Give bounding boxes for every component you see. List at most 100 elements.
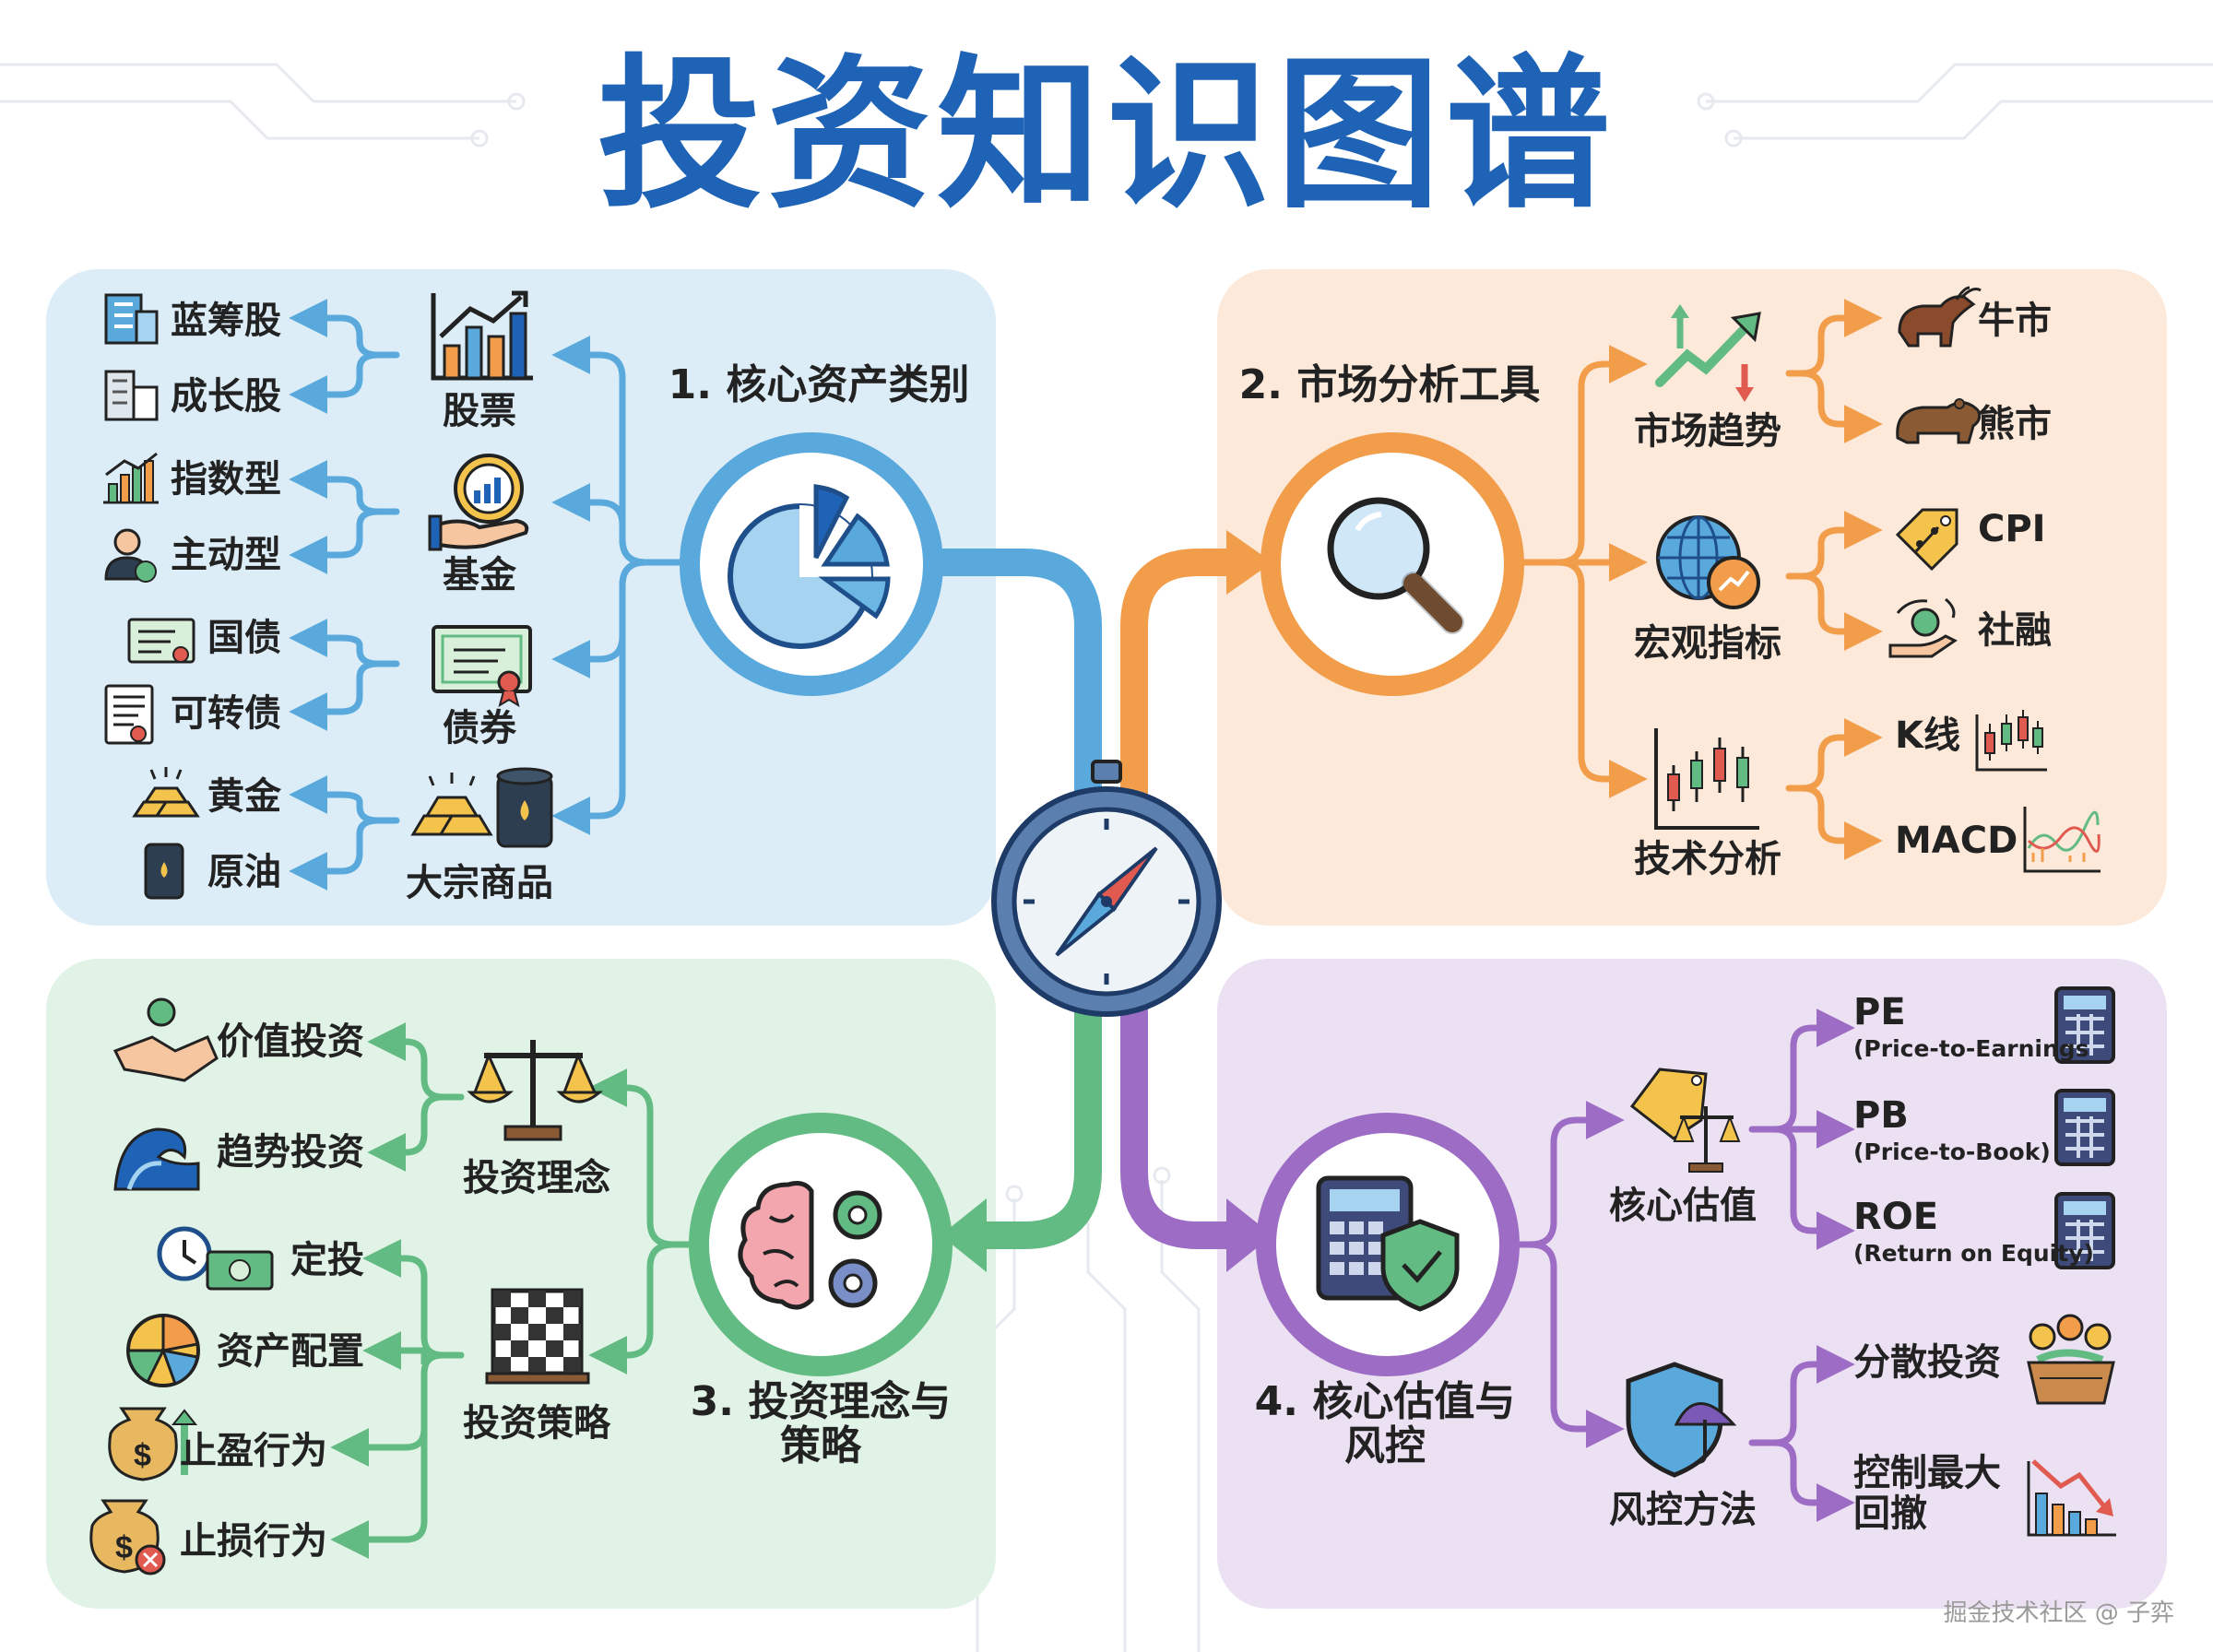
svg-text:$: $ xyxy=(134,1438,151,1473)
calculator-icon xyxy=(2054,986,2115,1064)
moneybag-stop-icon: $ xyxy=(89,1499,166,1575)
pie-chart-icon xyxy=(680,432,943,696)
bar-chart-up-icon xyxy=(431,290,533,381)
section1-links xyxy=(289,299,686,891)
node-market-trend[interactable]: 市场趋势 xyxy=(1634,410,1781,453)
candlestick-icon xyxy=(1654,728,1759,830)
brain-gears-icon xyxy=(689,1113,953,1376)
leaf-dca[interactable]: 定投 xyxy=(290,1239,364,1281)
leaf-max-drawdown[interactable]: 控制最大 回撤 xyxy=(1853,1452,2001,1535)
shield-umbrella-icon xyxy=(1626,1362,1737,1478)
node-philosophy[interactable]: 投资理念 xyxy=(463,1157,610,1199)
price-tag-icon xyxy=(1895,508,1959,572)
node-macro[interactable]: 宏观指标 xyxy=(1634,622,1781,665)
bear-icon xyxy=(1896,398,1982,444)
money-hands-icon xyxy=(1888,597,1958,658)
node-bonds[interactable]: 债券 xyxy=(443,707,516,749)
node-stocks[interactable]: 股票 xyxy=(443,390,516,432)
trend-arrows-icon xyxy=(1655,304,1761,402)
leaf-kline[interactable]: K线 xyxy=(1895,714,1960,757)
leaf-pe[interactable]: PE xyxy=(1853,991,1906,1033)
drawdown-chart-icon xyxy=(2027,1459,2116,1537)
leaf-pb-subtitle: (Price-to-Book) xyxy=(1853,1139,2051,1165)
connector-green xyxy=(964,986,1102,1249)
leaf-pb[interactable]: PB xyxy=(1853,1094,1909,1137)
leaf-roe-subtitle: (Return on Equity) xyxy=(1853,1240,2094,1267)
connector-blue xyxy=(922,549,1102,807)
leaf-pe-subtitle: (Price-to-Earnings xyxy=(1853,1035,2089,1062)
leaf-macd[interactable]: MACD xyxy=(1895,820,2018,862)
leaf-cpi[interactable]: CPI xyxy=(1978,508,2046,550)
hub-arrowheads xyxy=(941,530,1272,1272)
section2-title: 2. 市场分析工具 xyxy=(1238,361,1541,408)
kline-icon xyxy=(1975,710,2047,772)
convertible-document-icon xyxy=(104,684,154,745)
section2-links xyxy=(1518,299,1883,860)
office-building-icon xyxy=(104,293,159,345)
leaf-trend-investing[interactable]: 趋势投资 xyxy=(217,1131,364,1174)
connector-orange xyxy=(1120,549,1249,807)
leaf-growth[interactable]: 成长股 xyxy=(171,375,281,418)
leaf-crude-oil[interactable]: 原油 xyxy=(207,851,281,893)
gold-and-oil-icon xyxy=(410,767,553,848)
node-risk-control[interactable]: 风控方法 xyxy=(1609,1489,1757,1531)
leaf-value-investing[interactable]: 价值投资 xyxy=(217,1021,364,1063)
connector-purple xyxy=(1120,986,1249,1249)
index-chart-icon xyxy=(103,452,159,504)
leaf-bear[interactable]: 熊市 xyxy=(1978,403,2052,445)
certificate-icon xyxy=(432,625,532,708)
leaf-active[interactable]: 主动型 xyxy=(171,534,281,576)
leaf-treasury[interactable]: 国债 xyxy=(207,617,281,659)
leaf-convertible[interactable]: 可转债 xyxy=(171,692,281,735)
section4-title: 4. 核心估值与 风控 xyxy=(1254,1378,1516,1470)
leaf-index[interactable]: 指数型 xyxy=(171,458,281,501)
node-funds[interactable]: 基金 xyxy=(443,554,516,596)
section3-title: 3. 投资理念与 策略 xyxy=(690,1378,952,1470)
node-technical[interactable]: 技术分析 xyxy=(1634,838,1781,880)
node-commodities[interactable]: 大宗商品 xyxy=(406,862,553,904)
section1-title: 1. 核心资产类别 xyxy=(668,361,970,408)
leaf-allocation[interactable]: 资产配置 xyxy=(217,1330,364,1373)
tall-building-icon xyxy=(104,370,159,421)
chessboard-icon xyxy=(485,1288,590,1385)
leaf-roe[interactable]: ROE xyxy=(1853,1196,1939,1238)
svg-text:$: $ xyxy=(115,1530,133,1565)
moneybag-up-icon: $ xyxy=(108,1407,198,1481)
node-strategy[interactable]: 投资策略 xyxy=(463,1402,610,1445)
wave-icon xyxy=(113,1127,200,1191)
leaf-take-profit[interactable]: 止盈行为 xyxy=(180,1430,327,1472)
leaf-bull[interactable]: 牛市 xyxy=(1978,300,2052,342)
scales-icon xyxy=(467,1040,604,1141)
tag-scales-icon xyxy=(1629,1068,1741,1173)
node-valuation[interactable]: 核心估值 xyxy=(1609,1185,1757,1227)
oil-barrel-icon xyxy=(144,843,184,900)
macd-icon xyxy=(2023,807,2101,873)
handshake-icon xyxy=(112,997,219,1082)
page-title: 投资知识图谱 xyxy=(598,40,1615,230)
leaf-stop-loss[interactable]: 止损行为 xyxy=(180,1520,327,1563)
magnifier-icon xyxy=(1260,432,1524,696)
bull-icon xyxy=(1898,286,1982,348)
compass-icon xyxy=(991,760,1222,1017)
leaf-blue-chip[interactable]: 蓝筹股 xyxy=(171,300,281,342)
calculator-shield-icon xyxy=(1256,1113,1520,1376)
bond-certificate-icon xyxy=(127,618,195,664)
watermark: 掘金技术社区 @ 子弈 xyxy=(1943,1599,2174,1627)
coin-basket-icon xyxy=(2027,1314,2115,1405)
arrowhead-purple xyxy=(1226,1198,1272,1272)
section4-links xyxy=(1509,1009,1855,1522)
leaf-gold[interactable]: 黄金 xyxy=(207,775,281,818)
calculator-icon xyxy=(2054,1089,2115,1166)
arrowhead-orange xyxy=(1226,530,1272,595)
section3-links xyxy=(330,1022,704,1559)
calculator-icon xyxy=(2054,1192,2115,1269)
manager-icon xyxy=(104,528,157,583)
leaf-diversification[interactable]: 分散投资 xyxy=(1853,1341,2001,1384)
hand-coin-icon xyxy=(428,454,529,551)
leaf-social-financing[interactable]: 社融 xyxy=(1978,609,2052,652)
globe-chart-icon xyxy=(1656,515,1760,609)
allocation-pie-icon xyxy=(126,1314,200,1387)
hub-connectors xyxy=(922,549,1249,1249)
